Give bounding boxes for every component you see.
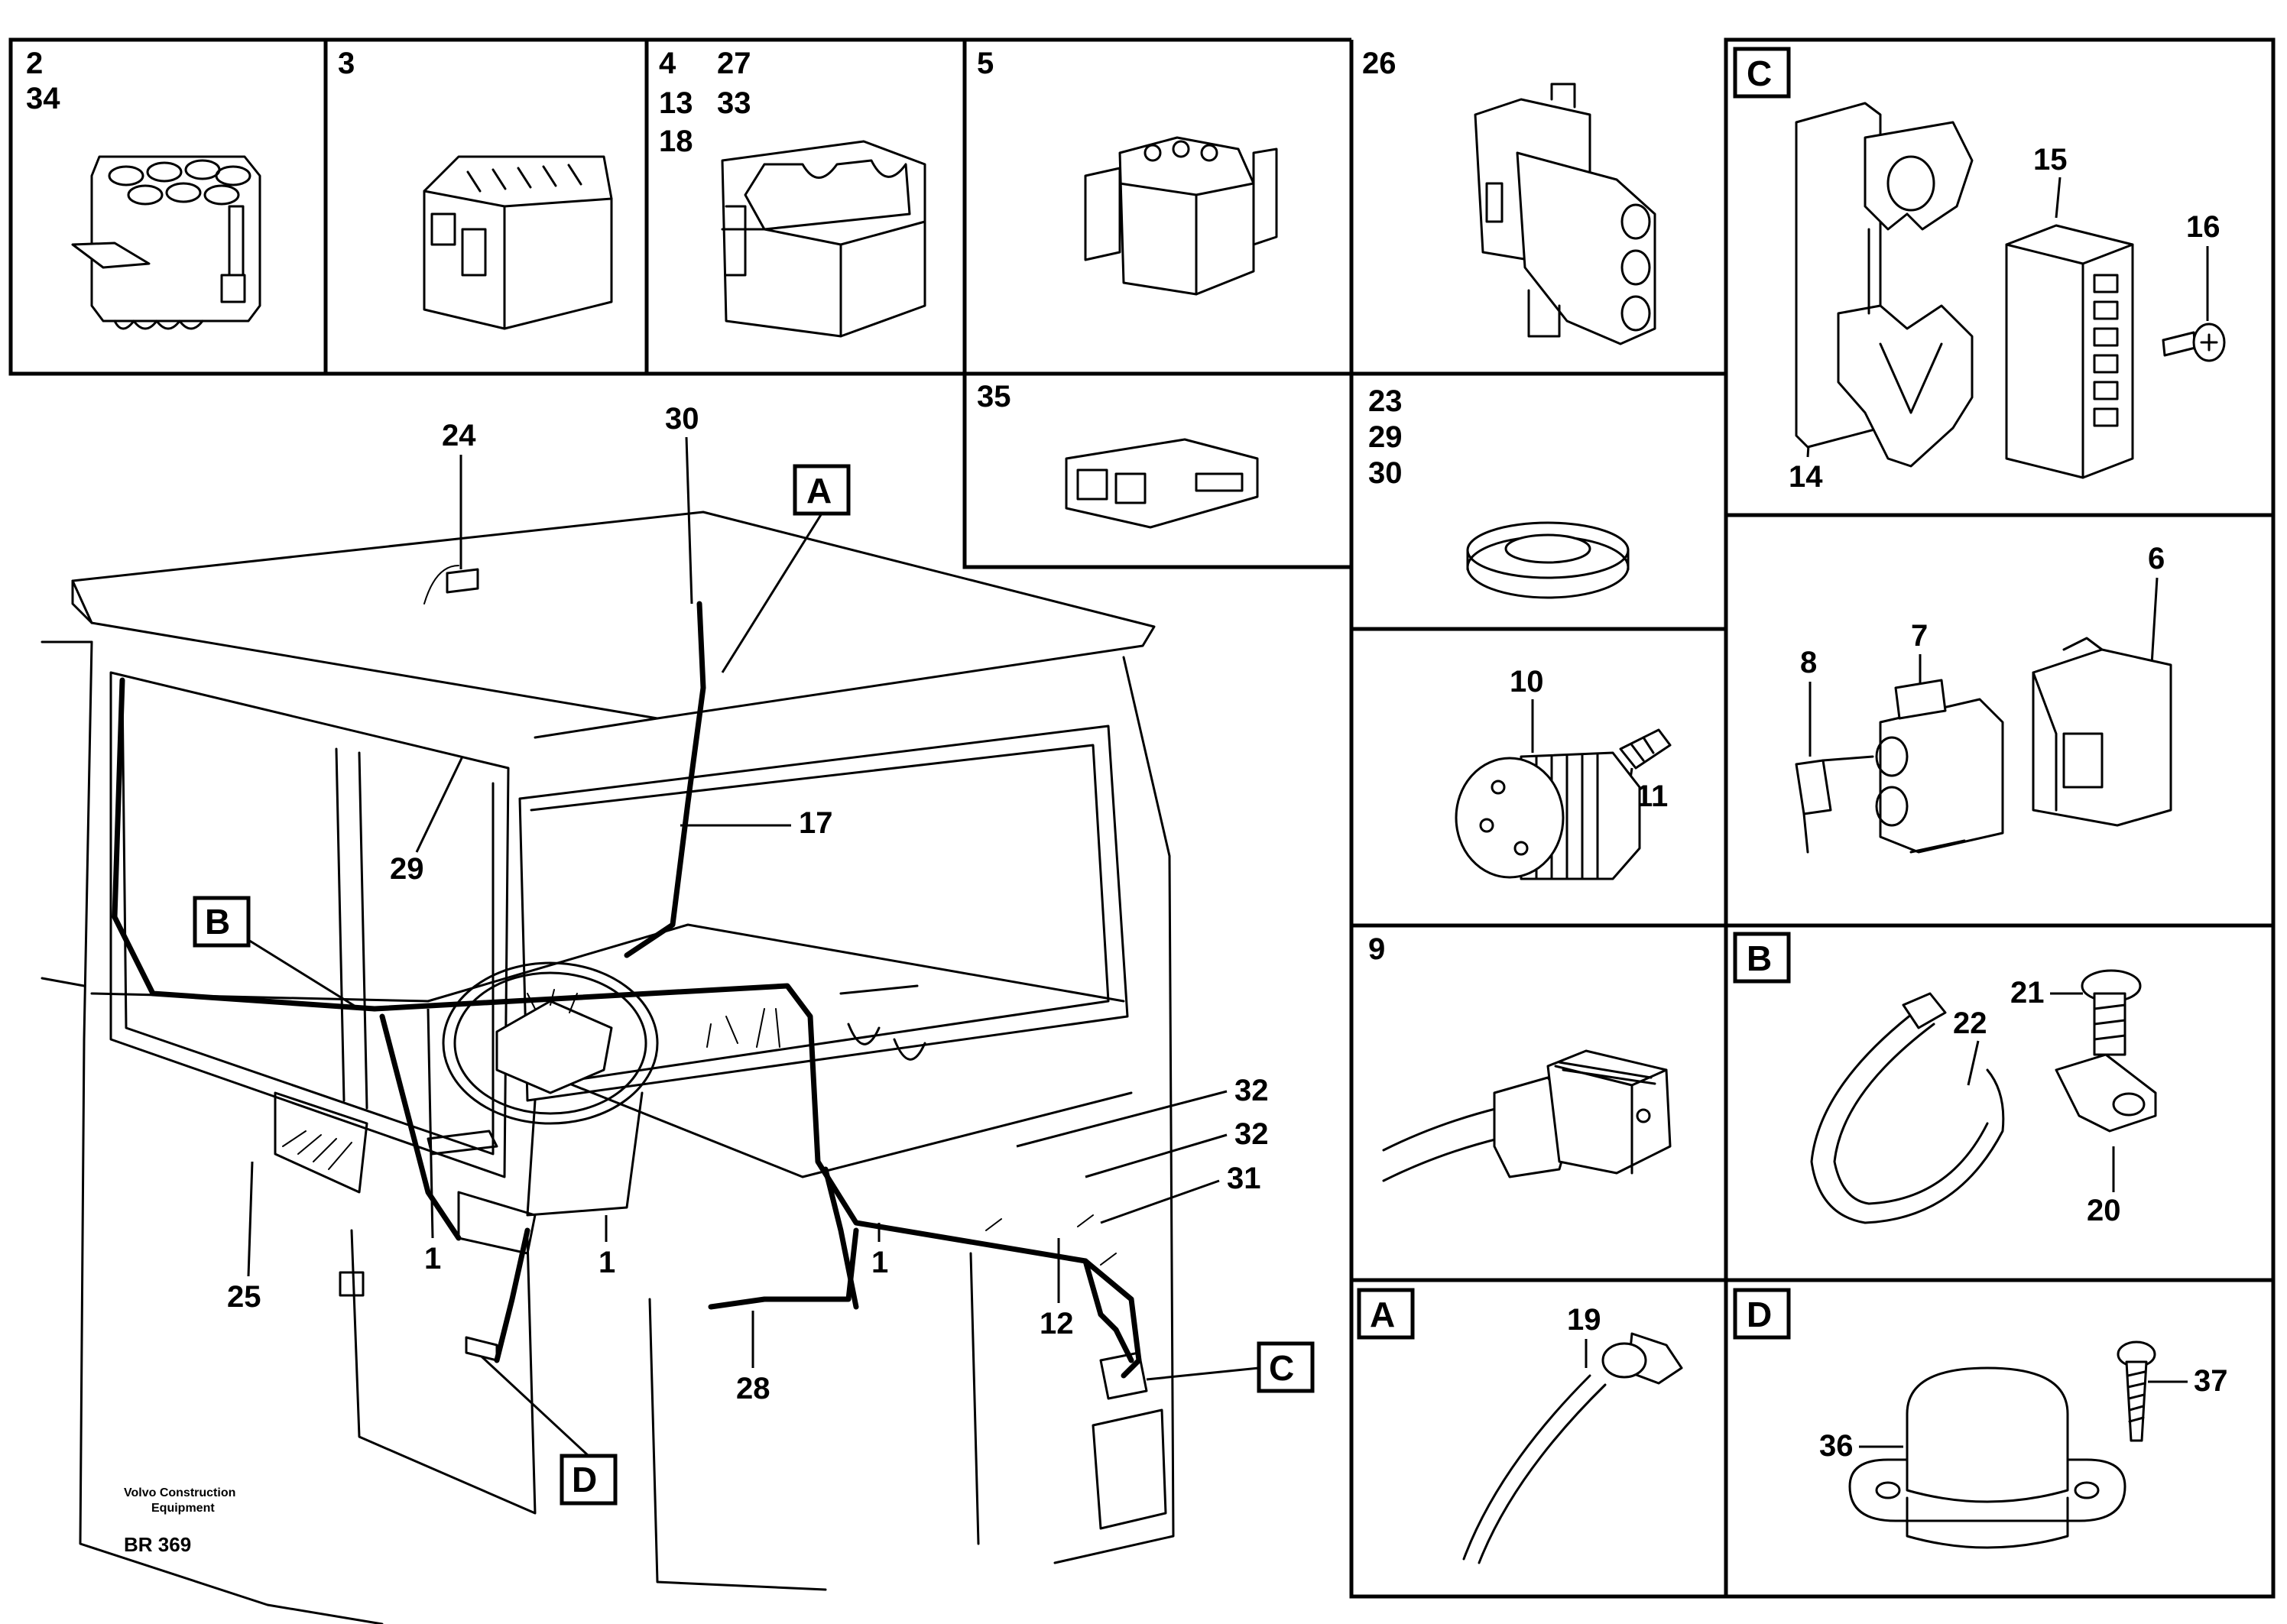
part-number-15: 15 xyxy=(2033,143,2068,177)
part-number-20: 20 xyxy=(2087,1194,2121,1227)
callout-b: B xyxy=(205,902,230,942)
part-number-5: 5 xyxy=(977,47,994,80)
part-number-27: 27 xyxy=(717,47,751,80)
relay-socket-icon xyxy=(2005,224,2134,479)
panel-detail-a: A 19 xyxy=(1357,1288,1683,1564)
main-callouts: 24 30 A 29 17 B 32 32 31 1 1 1 25 12 28 … xyxy=(193,402,1315,1506)
part-number-26: 26 xyxy=(1362,47,1397,80)
part-number-3: 3 xyxy=(338,47,355,80)
angle-plug-icon xyxy=(1382,1049,1672,1182)
bracket-holder-icon xyxy=(1795,102,1974,468)
callout-32b: 32 xyxy=(1234,1117,1269,1151)
round-connector-icon xyxy=(1455,728,1672,880)
screw-icon xyxy=(2162,323,2226,362)
part-number-33: 33 xyxy=(717,86,751,120)
callout-a: A xyxy=(806,471,832,511)
part-number-36: 36 xyxy=(1819,1429,1854,1463)
part-number-8: 8 xyxy=(1800,646,1817,679)
panel-connector-35: 35 xyxy=(977,380,1259,529)
plug-body-icon xyxy=(1875,679,2004,854)
callout-1b: 1 xyxy=(599,1246,615,1279)
cab-illustration xyxy=(41,511,1175,1624)
manufacturer-line-2: Equipment xyxy=(151,1502,215,1515)
multi-pin-connector-icon xyxy=(71,155,261,330)
callout-31: 31 xyxy=(1227,1162,1261,1195)
panel-connector-3: 3 xyxy=(338,47,613,330)
detail-letter-a: A xyxy=(1370,1295,1395,1334)
detail-letter-c: C xyxy=(1747,53,1772,93)
callout-25: 25 xyxy=(227,1280,261,1314)
part-number-11: 11 xyxy=(1636,780,1668,813)
part-number-6: 6 xyxy=(2148,542,2165,575)
part-number-37: 37 xyxy=(2194,1364,2228,1398)
panel-connector-4-27: 4 27 13 33 18 xyxy=(659,47,926,338)
panel-round-connector: 10 11 xyxy=(1455,665,1672,880)
strap-holder-icon xyxy=(1462,1332,1683,1564)
three-pin-plug-icon xyxy=(1084,136,1278,296)
panel-angle-plug: 9 xyxy=(1368,932,1672,1182)
buffer-mount-icon xyxy=(1848,1366,2126,1549)
panel-detail-c: C 15 16 14 xyxy=(1733,47,2226,494)
panel-detail-d: D 37 36 xyxy=(1733,1288,2228,1549)
double-socket-connector-icon xyxy=(1065,438,1259,529)
part-number-7: 7 xyxy=(1911,619,1928,653)
part-number-29: 29 xyxy=(1368,420,1403,454)
panel-connector-5: 5 xyxy=(977,47,1278,296)
part-number-18: 18 xyxy=(659,125,693,158)
drawing-code: BR 369 xyxy=(124,1533,191,1556)
callout-box-d xyxy=(560,1454,618,1506)
pin-terminal-icon xyxy=(1795,755,1874,854)
callout-c: C xyxy=(1269,1348,1294,1388)
callout-1c: 1 xyxy=(871,1246,888,1279)
detail-letter-b: B xyxy=(1747,938,1772,978)
callout-box-c xyxy=(1257,1341,1315,1393)
drawing-footer: Volvo Construction Equipment BR 369 xyxy=(124,1486,235,1556)
part-number-13: 13 xyxy=(659,86,693,120)
part-number-16: 16 xyxy=(2186,210,2220,244)
callout-32a: 32 xyxy=(1234,1074,1269,1107)
part-number-10: 10 xyxy=(1510,665,1544,699)
part-number-2: 2 xyxy=(26,47,43,80)
callout-29: 29 xyxy=(390,852,424,886)
clamp-bolt-icon xyxy=(2055,969,2157,1133)
callout-24: 24 xyxy=(442,419,476,452)
panel-grid xyxy=(8,37,2276,1599)
box-connector-icon xyxy=(423,155,613,330)
callout-17: 17 xyxy=(799,806,833,840)
callout-d: D xyxy=(572,1460,597,1499)
panel-connector-2-34: 2 34 xyxy=(26,47,261,330)
callout-30: 30 xyxy=(665,402,699,436)
cable-tie-icon xyxy=(1810,992,2005,1224)
manufacturer-line-1: Volvo Construction xyxy=(124,1486,235,1499)
part-number-22: 22 xyxy=(1953,1006,1987,1040)
part-number-21: 21 xyxy=(2010,976,2045,1010)
part-number-34: 34 xyxy=(26,82,60,115)
part-number-35: 35 xyxy=(977,380,1011,413)
part-number-19: 19 xyxy=(1567,1303,1601,1337)
callout-box-b xyxy=(193,896,251,948)
part-number-30: 30 xyxy=(1368,456,1403,490)
callout-12: 12 xyxy=(1040,1307,1074,1340)
callout-1a: 1 xyxy=(424,1242,441,1276)
long-screw-icon xyxy=(2117,1340,2156,1442)
part-number-14: 14 xyxy=(1789,460,1823,494)
panel-connector-26: 26 xyxy=(1362,47,1656,345)
housing-connector-icon xyxy=(721,140,926,338)
receptacle-icon xyxy=(2032,637,2172,827)
part-number-23: 23 xyxy=(1368,384,1403,418)
panel-detail-b: B 21 22 20 xyxy=(1733,932,2157,1227)
panel-sealed-connector: 6 7 8 xyxy=(1795,542,2172,854)
blade-plug-icon xyxy=(1474,83,1656,345)
part-number-4: 4 xyxy=(659,47,676,80)
callout-28: 28 xyxy=(736,1372,770,1405)
grommet-icon xyxy=(1466,521,1630,599)
detail-letter-d: D xyxy=(1747,1295,1772,1334)
part-number-9: 9 xyxy=(1368,932,1385,966)
panel-grommet: 23 29 30 xyxy=(1368,384,1630,599)
